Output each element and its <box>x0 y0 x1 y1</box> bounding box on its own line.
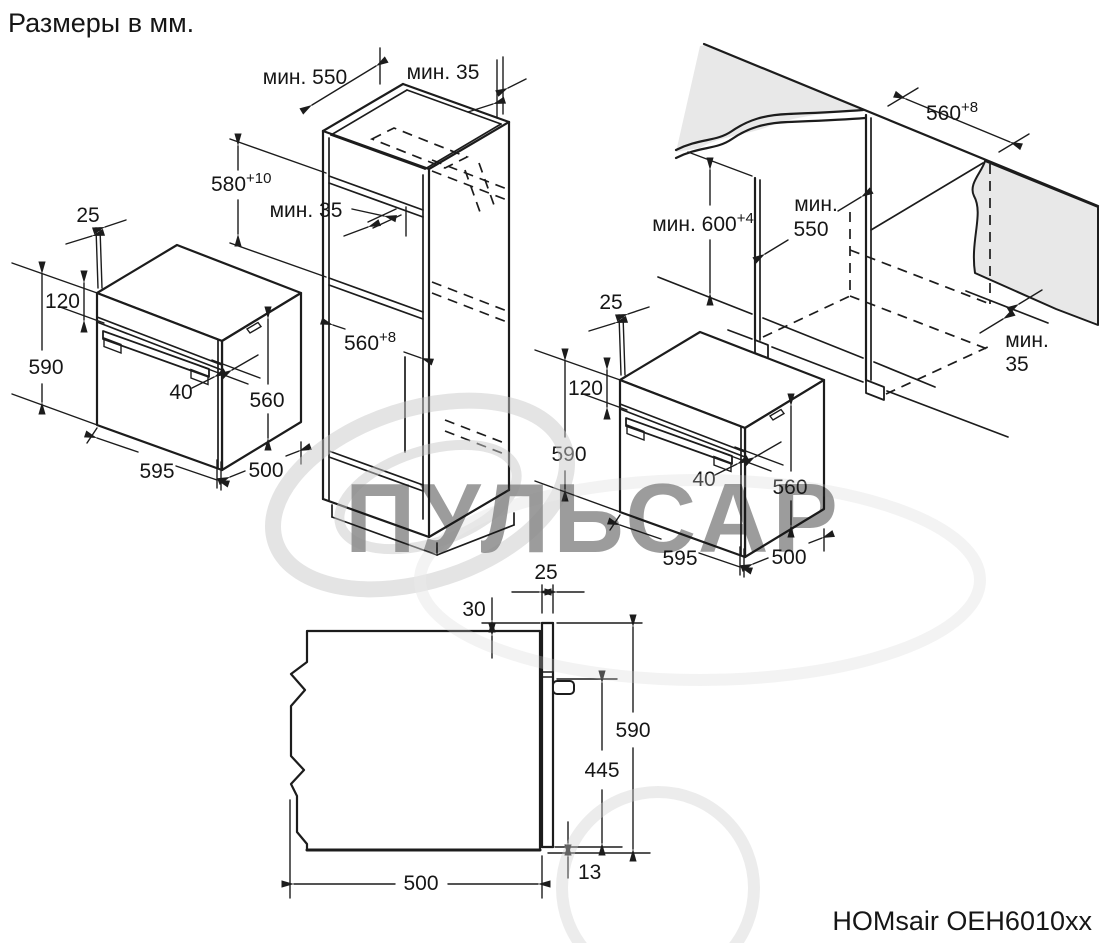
watermark: ПУЛЬСАР <box>265 392 986 943</box>
dim-counter-height-min: мин. 600+4 <box>652 151 754 306</box>
dim-cabinet-niche-width: 560+8 <box>320 317 434 366</box>
dim-counter-cutout-width: 560+8 <box>887 87 1030 153</box>
niche-left-wall <box>753 176 769 359</box>
svg-text:30: 30 <box>462 598 485 621</box>
oven-drawing-right <box>535 291 824 577</box>
svg-text:560+8: 560+8 <box>926 99 978 125</box>
cabinet-outline <box>289 629 542 852</box>
cabinet-hidden-edges <box>369 127 508 456</box>
svg-text:25: 25 <box>534 561 557 584</box>
cabinet-vent-gap-lines <box>367 206 407 237</box>
floor-lines <box>657 276 1009 438</box>
dim-side-bottom-overlap: 13 <box>564 821 601 884</box>
watermark-swirl-icon <box>265 392 986 943</box>
niche-right-wall <box>864 113 984 401</box>
model-label: HOMsair OEH6010xx <box>832 906 1092 936</box>
worktop-front-edge-lower <box>674 116 867 160</box>
side-view-drawing: 25 30 590 445 13 <box>281 561 651 899</box>
svg-text:мин.: мин. <box>794 193 838 216</box>
dim-side-height: 590 <box>547 614 651 862</box>
dim-cabinet-niche-height: 580+10 <box>211 133 327 278</box>
dim-side-depth: 500 <box>281 799 551 899</box>
dim-counter-depth-min: мин. 550 <box>752 187 874 264</box>
oven-door-profile <box>540 621 575 849</box>
svg-text:мин. 35: мин. 35 <box>270 199 343 222</box>
svg-text:мин. 550: мин. 550 <box>263 66 347 89</box>
worktop-surface <box>676 45 872 152</box>
dim-cabinet-vent-gap-min: мин. 35 <box>270 199 397 237</box>
svg-text:мин.: мин. <box>1005 329 1049 352</box>
dim-side-top-gap: 30 <box>462 597 541 659</box>
worktop-front-edge <box>674 108 865 152</box>
dim-cabinet-depth-min: мин. 550 <box>263 47 389 115</box>
cabinet-shelf-top <box>328 175 424 218</box>
svg-text:500: 500 <box>403 872 438 895</box>
cabinet-shelf-niche-floor <box>328 277 424 320</box>
svg-text:мин. 35: мин. 35 <box>407 61 480 84</box>
svg-text:445: 445 <box>584 759 619 782</box>
page-title: Размеры в мм. <box>8 8 194 38</box>
svg-text:560+8: 560+8 <box>344 329 396 355</box>
under-counter-drawing: 560+8 мин. 600+4 мин. 550 мин. 35 <box>652 42 1100 438</box>
niche-hidden-edges <box>762 164 991 395</box>
svg-text:580+10: 580+10 <box>211 170 272 196</box>
oven-drawing-left <box>12 204 301 490</box>
dim-counter-back-gap-min: мин. 35 <box>979 289 1049 376</box>
svg-text:13: 13 <box>578 861 601 884</box>
side-wall-surface <box>971 160 1099 326</box>
svg-text:590: 590 <box>615 719 650 742</box>
dim-side-handle-to-bottom: 445 <box>554 670 623 856</box>
svg-text:550: 550 <box>793 218 828 241</box>
cabinet-bottom-panel <box>328 356 424 492</box>
svg-text:мин. 600+4: мин. 600+4 <box>652 210 754 236</box>
door-handle-profile <box>552 680 575 695</box>
dim-side-door-thickness: 25 <box>511 561 585 614</box>
dim-cabinet-wall-gap-min: мин. 35 <box>407 56 527 119</box>
svg-text:35: 35 <box>1005 353 1028 376</box>
